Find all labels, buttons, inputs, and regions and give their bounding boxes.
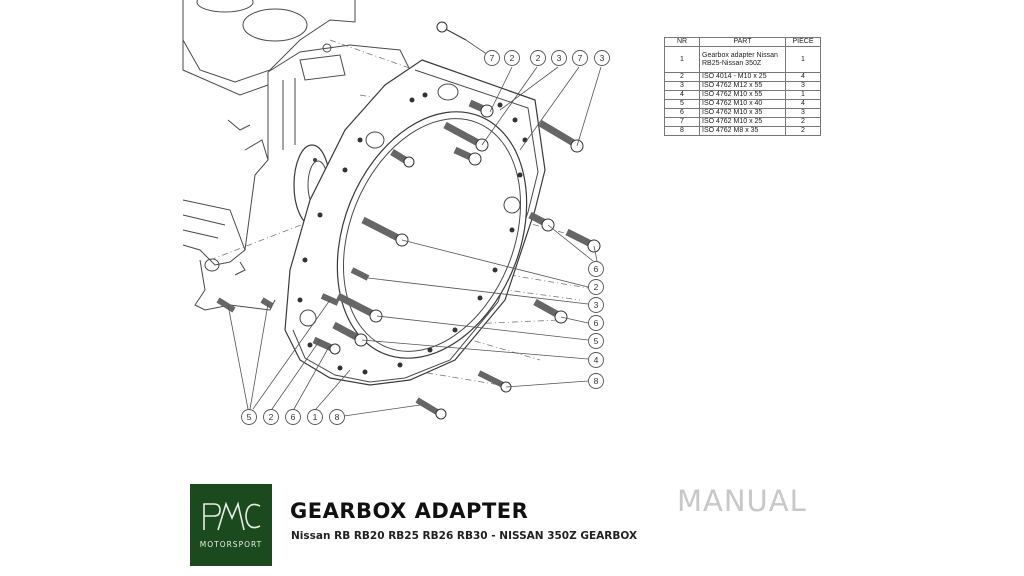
bolts (216, 21, 601, 420)
svg-text:3: 3 (594, 300, 599, 310)
callout-balloon: 6 (588, 315, 604, 331)
svg-text:2: 2 (594, 282, 599, 292)
svg-text:8: 8 (335, 412, 340, 422)
svg-text:6: 6 (291, 412, 296, 422)
svg-text:6: 6 (594, 318, 599, 328)
parts-list-table: NR PART PIECE 1 Gearbox adapter Nissan R… (664, 37, 821, 136)
document-title: GEARBOX ADAPTER (290, 499, 529, 523)
cell-piece: 4 (785, 72, 821, 82)
table-row: 3 ISO 4762 M12 x 55 3 (664, 81, 821, 91)
cell-part: ISO 4762 M8 x 35 (699, 126, 786, 136)
callout-balloon: 1 (307, 409, 323, 425)
callout-balloon: 7 (484, 50, 500, 66)
svg-text:7: 7 (490, 53, 495, 63)
company-logo: MOTORSPORT (190, 484, 272, 566)
logo-mark-icon (203, 501, 261, 531)
cell-nr: 8 (664, 126, 700, 136)
table-row: 8 ISO 4762 M8 x 35 2 (664, 126, 821, 136)
cell-piece: 2 (785, 126, 821, 136)
callout-balloon: 4 (588, 352, 604, 368)
callout-balloon: 2 (504, 50, 520, 66)
svg-text:7: 7 (578, 53, 583, 63)
header-piece: PIECE (785, 37, 821, 47)
adapter-plate (284, 59, 546, 386)
cell-part: Gearbox adapter Nissan RB25-Nissan 350Z (699, 46, 786, 73)
callout-balloon: 6 (285, 409, 301, 425)
document-subtitle: Nissan RB RB20 RB25 RB26 RB30 - NISSAN 3… (291, 530, 638, 542)
leader-lines (227, 39, 602, 417)
callout-balloon: 5 (241, 409, 257, 425)
cell-nr: 7 (664, 117, 700, 127)
manual-label: MANUAL (677, 484, 807, 518)
cell-nr: 3 (664, 81, 700, 91)
cell-part: ISO 4762 M10 x 25 (699, 117, 786, 127)
svg-text:2: 2 (536, 53, 541, 63)
svg-text:1: 1 (313, 412, 318, 422)
header-part: PART (699, 37, 786, 47)
callout-balloons: 7 2 2 3 7 3 6 2 3 6 5 4 8 5 2 6 1 8 (241, 50, 610, 425)
cell-part: ISO 4762 M12 x 55 (699, 81, 786, 91)
callout-balloon: 6 (588, 261, 604, 277)
callout-balloon: 2 (588, 279, 604, 295)
cell-part: ISO 4762 M10 x 55 (699, 90, 786, 100)
header-nr: NR (664, 37, 700, 47)
callout-balloon: 3 (551, 50, 567, 66)
callout-balloon: 7 (572, 50, 588, 66)
table-row: 5 ISO 4762 M10 x 40 4 (664, 99, 821, 109)
callout-balloon: 8 (329, 409, 345, 425)
cell-piece: 1 (785, 90, 821, 100)
bolt-top (436, 21, 467, 41)
cell-part: ISO 4762 M10 x 35 (699, 108, 786, 118)
svg-text:2: 2 (269, 412, 274, 422)
cell-piece: 1 (785, 46, 821, 73)
cell-nr: 2 (664, 72, 700, 82)
table-row: 2 ISO 4014 - M10 x 25 4 (664, 72, 821, 82)
cell-piece: 3 (785, 108, 821, 118)
cell-nr: 5 (664, 99, 700, 109)
cell-piece: 2 (785, 117, 821, 127)
svg-text:5: 5 (594, 336, 599, 346)
exploded-view-drawing: 7 2 2 3 7 3 6 2 3 6 5 4 8 5 2 6 1 8 (182, 0, 610, 425)
cell-part: ISO 4762 M10 x 40 (699, 99, 786, 109)
callout-balloon: 2 (263, 409, 279, 425)
svg-text:6: 6 (594, 264, 599, 274)
callout-balloon: 3 (594, 50, 610, 66)
cell-nr: 4 (664, 90, 700, 100)
svg-text:3: 3 (600, 53, 605, 63)
svg-text:3: 3 (557, 53, 562, 63)
table-row: 7 ISO 4762 M10 x 25 2 (664, 117, 821, 127)
svg-text:2: 2 (510, 53, 515, 63)
svg-text:8: 8 (594, 376, 599, 386)
table-row: 6 ISO 4762 M10 x 35 3 (664, 108, 821, 118)
table-row: 4 ISO 4762 M10 x 55 1 (664, 90, 821, 100)
cell-nr: 1 (664, 46, 700, 73)
cell-piece: 4 (785, 99, 821, 109)
callout-balloon: 2 (530, 50, 546, 66)
cell-piece: 3 (785, 81, 821, 91)
callout-balloon: 3 (588, 297, 604, 313)
logo-brand-text: MOTORSPORT (199, 540, 263, 549)
callout-balloon: 5 (588, 333, 604, 349)
callout-balloon: 8 (588, 373, 604, 389)
table-row: 1 Gearbox adapter Nissan RB25-Nissan 350… (664, 46, 821, 73)
cell-part: ISO 4014 - M10 x 25 (699, 72, 786, 82)
cell-nr: 6 (664, 108, 700, 118)
svg-text:4: 4 (594, 355, 599, 365)
svg-text:5: 5 (247, 412, 252, 422)
table-header-row: NR PART PIECE (664, 37, 821, 47)
